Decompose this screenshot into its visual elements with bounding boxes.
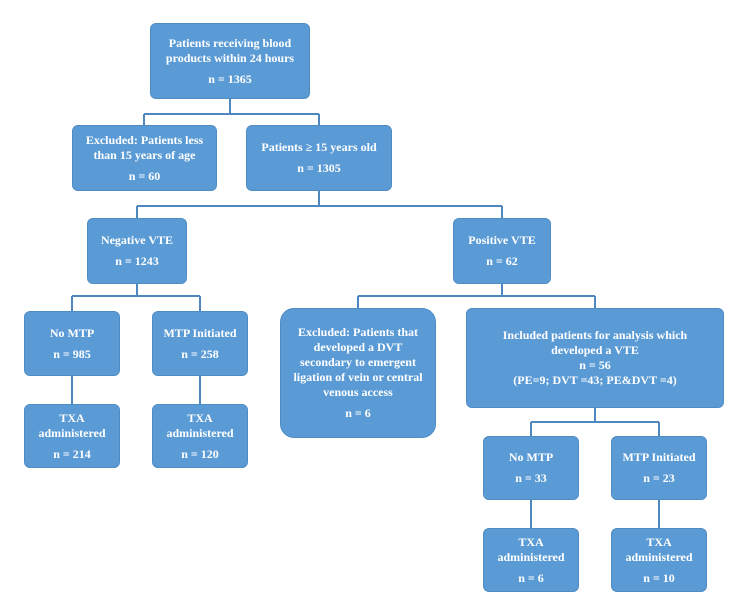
pos-mtp-count: n = 23 [643, 471, 675, 485]
pos-mtp-txa-box: TXA administered n = 10 [611, 528, 707, 592]
pos-no-mtp-count: n = 33 [515, 471, 547, 485]
root-box: Patients receiving blood products within… [150, 23, 310, 99]
excluded-age-box: Excluded: Patients less than 15 years of… [72, 125, 217, 191]
excluded-age-count: n = 60 [128, 168, 161, 183]
neg-no-mtp-txa-label-2: administered [38, 425, 106, 440]
excluded-age-label-1: Excluded: Patients less [85, 132, 204, 147]
root-label-1: Patients receiving blood [168, 35, 292, 50]
neg-no-mtp-txa-count: n = 214 [53, 446, 91, 461]
excluded-dvt-label-2: developed a DVT [313, 340, 403, 354]
positive-vte-box: Positive VTE n = 62 [453, 218, 551, 284]
pos-no-mtp-txa-box: TXA administered n = 6 [483, 528, 579, 592]
adults-label: Patients ≥ 15 years old [261, 140, 377, 154]
adults-box: Patients ≥ 15 years old n = 1305 [246, 125, 392, 191]
neg-no-mtp-txa-label-1: TXA [59, 410, 85, 425]
neg-no-mtp-count: n = 985 [53, 346, 91, 361]
included-label-1: Included patients for analysis which [502, 328, 688, 342]
pos-no-mtp-txa-label-2: administered [497, 549, 565, 564]
included-detail: (PE=9; DVT =43; PE&DVT =4) [513, 373, 677, 387]
neg-mtp-txa-label-1: TXA [187, 410, 213, 425]
neg-no-mtp-txa-box: TXA administered n = 214 [24, 404, 120, 468]
pos-no-mtp-label: No MTP [508, 450, 554, 464]
pos-mtp-txa-label-2: administered [625, 549, 693, 564]
neg-mtp-txa-label-2: administered [166, 425, 234, 440]
included-box: Included patients for analysis which dev… [466, 308, 724, 408]
neg-mtp-txa-count: n = 120 [181, 446, 219, 461]
neg-mtp-box: MTP Initiated n = 258 [152, 311, 248, 376]
excluded-dvt-label-3: secondary to emergent [300, 355, 416, 369]
neg-mtp-txa-box: TXA administered n = 120 [152, 404, 248, 468]
excluded-age-label-2: than 15 years of age [93, 147, 196, 162]
root-count: n = 1365 [208, 71, 252, 86]
excluded-dvt-label-4: ligation of vein or central [293, 370, 423, 384]
excluded-dvt-label-5: venous access [323, 385, 393, 399]
negative-vte-count: n = 1243 [115, 254, 159, 268]
negative-vte-label: Negative VTE [100, 233, 174, 247]
root-label-2: products within 24 hours [165, 50, 295, 65]
pos-no-mtp-txa-label-1: TXA [518, 534, 544, 549]
excluded-dvt-count: n = 6 [345, 406, 371, 420]
included-count: n = 56 [579, 358, 611, 372]
pos-mtp-txa-label-1: TXA [646, 534, 672, 549]
excluded-dvt-box: Excluded: Patients that developed a DVT … [280, 308, 436, 438]
negative-vte-box: Negative VTE n = 1243 [87, 218, 187, 284]
pos-mtp-txa-count: n = 10 [643, 570, 675, 585]
neg-mtp-label: MTP Initiated [163, 325, 237, 340]
pos-mtp-box: MTP Initiated n = 23 [611, 436, 707, 500]
adults-count: n = 1305 [297, 161, 341, 175]
neg-no-mtp-label: No MTP [49, 325, 95, 340]
pos-mtp-label: MTP Initiated [622, 450, 696, 464]
included-label-2: developed a VTE [551, 343, 639, 357]
excluded-dvt-label-1: Excluded: Patients that [298, 325, 418, 339]
pos-no-mtp-txa-count: n = 6 [518, 570, 544, 585]
neg-mtp-count: n = 258 [181, 346, 219, 361]
positive-vte-count: n = 62 [486, 254, 518, 268]
neg-no-mtp-box: No MTP n = 985 [24, 311, 120, 376]
positive-vte-label: Positive VTE [468, 233, 536, 247]
pos-no-mtp-box: No MTP n = 33 [483, 436, 579, 500]
